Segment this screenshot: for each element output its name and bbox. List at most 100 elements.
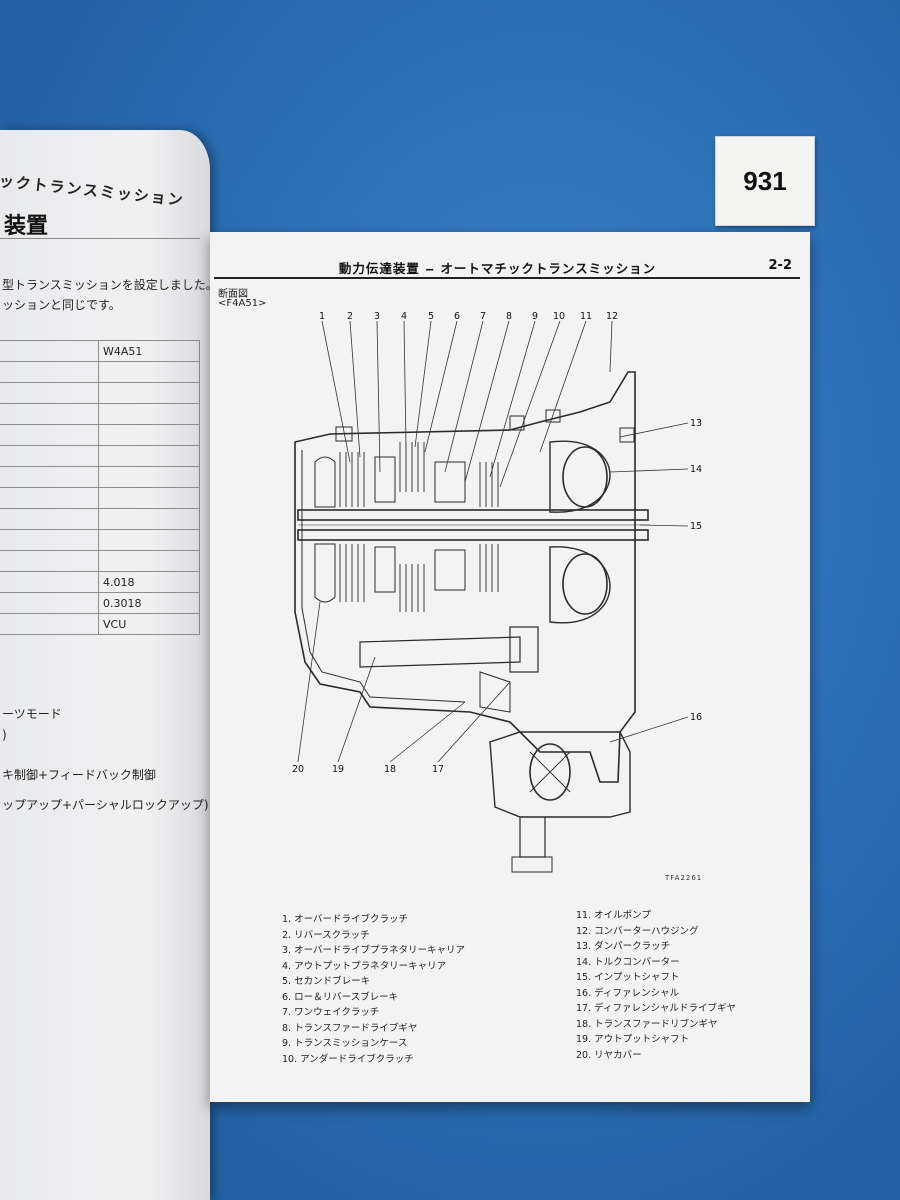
spec-table-row — [0, 487, 200, 509]
spec-label-cell — [0, 550, 99, 572]
parts-list-item: 12. コンバーターハウジング — [576, 925, 699, 937]
spec-value-cell — [98, 361, 200, 383]
callout-5: 5 — [428, 312, 434, 322]
model-code: <F4A51> — [218, 298, 267, 309]
spec-value-cell — [98, 403, 200, 425]
spec-table-row — [0, 361, 200, 383]
page-number: 2-2 — [768, 258, 793, 273]
spec-label-cell — [0, 361, 99, 383]
left-page-rule — [0, 238, 200, 239]
parts-list-item: 9. トランスミッションケース — [282, 1038, 408, 1049]
left-page-text-sports-mode: ーツモード — [2, 707, 62, 721]
spec-value-cell — [98, 529, 200, 551]
inventory-sticker: 931 — [715, 136, 815, 226]
parts-list-item: 18. トランスファードリブンギヤ — [576, 1018, 718, 1030]
spec-value-cell: W4A51 — [98, 340, 200, 362]
spec-table-row: W4A51 — [0, 340, 200, 362]
callout-19: 19 — [332, 764, 344, 775]
callout-12: 12 — [606, 312, 618, 322]
spec-label-cell — [0, 592, 99, 614]
parts-list-item: 16. ディファレンシャル — [576, 987, 679, 999]
parts-list-item: 13. ダンパークラッチ — [576, 941, 671, 952]
parts-list-item: 17. ディファレンシャルドライブギヤ — [576, 1003, 736, 1014]
callout-20: 20 — [292, 764, 304, 775]
spec-label-cell — [0, 340, 99, 362]
parts-list-item: 3. オーバードライブプラネタリーキャリア — [282, 945, 465, 956]
parts-list-item: 4. アウトプットプラネタリーキャリア — [282, 960, 447, 972]
spec-label-cell — [0, 529, 99, 551]
callout-4: 4 — [401, 312, 407, 322]
left-page-text-lockup: ップアップ+パーシャルロックアップ) — [2, 798, 209, 812]
spec-table-row: VCU — [0, 613, 200, 635]
parts-list-item: 1. オーバードライブクラッチ — [282, 914, 408, 925]
spec-value-cell: 0.3018 — [98, 592, 200, 614]
spec-value-cell: 4.018 — [98, 571, 200, 593]
callout-11: 11 — [580, 312, 592, 322]
spec-table-row: 0.3018 — [0, 592, 200, 614]
parts-list-item: 8. トランスファードライブギヤ — [282, 1022, 418, 1034]
spec-label-cell — [0, 508, 99, 530]
spec-value-cell — [98, 445, 200, 467]
spec-label-cell — [0, 445, 99, 467]
callout-18: 18 — [384, 764, 396, 775]
spec-value-cell — [98, 508, 200, 530]
spec-value-cell: VCU — [98, 613, 200, 635]
callout-numbers: 1 2 3 4 5 6 7 8 9 10 11 12 13 14 15 16 1… — [292, 312, 702, 775]
callout-7: 7 — [480, 312, 486, 322]
spec-label-cell — [0, 403, 99, 425]
parts-list-item: 6. ロー＆リバースブレーキ — [282, 991, 399, 1003]
left-page-text-feedback: キ制御+フィードバック制御 — [2, 768, 156, 782]
spec-table-row — [0, 424, 200, 446]
parts-list-item: 11. オイルポンプ — [576, 910, 651, 921]
left-page-header: ックトランスミッション — [0, 171, 186, 210]
spec-label-cell — [0, 487, 99, 509]
callout-2: 2 — [347, 312, 353, 322]
spec-table-row: 4.018 — [0, 571, 200, 593]
figure-id: TFA2261 — [665, 874, 703, 882]
spec-table-row — [0, 529, 200, 551]
parts-list-left: 1. オーバードライブクラッチ 2. リバースクラッチ 3. オーバードライブプラネ… — [282, 912, 465, 1067]
left-page-heading: 装置 — [4, 214, 49, 239]
callout-10: 10 — [553, 312, 565, 322]
left-page-intro-2: ッションと同じです。 — [2, 298, 121, 312]
callout-leader-lines — [297, 320, 689, 763]
parts-list-item: 19. アウトプットシャフト — [576, 1034, 690, 1045]
parts-list-item: 2. リバースクラッチ — [282, 929, 370, 941]
parts-list-item: 15. インプットシャフト — [576, 972, 680, 983]
callout-6: 6 — [454, 312, 460, 322]
spec-label-cell — [0, 571, 99, 593]
parts-list-item: 10. アンダードライブクラッチ — [282, 1053, 414, 1065]
callout-16: 16 — [690, 712, 702, 723]
spec-table-row — [0, 550, 200, 572]
left-page: ックトランスミッション 装置 型トランスミッションを設定しました。 ッションと同… — [0, 130, 210, 1200]
parts-list-item: 14. トルクコンバーター — [576, 956, 680, 968]
spec-table-row — [0, 403, 200, 425]
spec-table-row — [0, 382, 200, 404]
spec-label-cell — [0, 382, 99, 404]
spec-value-cell — [98, 466, 200, 488]
spec-table-row — [0, 445, 200, 467]
spec-value-cell — [98, 424, 200, 446]
sticker-number: 931 — [743, 165, 787, 196]
callout-13: 13 — [690, 418, 702, 429]
parts-list-item: 20. リヤカバー — [576, 1049, 642, 1061]
left-page-text-paren: ) — [2, 728, 7, 742]
spec-value-cell — [98, 382, 200, 404]
spec-label-cell — [0, 613, 99, 635]
transmission-cross-section-diagram: 1 2 3 4 5 6 7 8 9 10 11 12 13 14 15 16 1… — [292, 312, 702, 873]
spec-table-row — [0, 508, 200, 530]
callout-17: 17 — [432, 764, 444, 775]
parts-list-item: 7. ワンウェイクラッチ — [282, 1007, 380, 1018]
parts-list-right: 11. オイルポンプ 12. コンバーターハウジング 13. ダンパークラッチ 14.… — [576, 908, 736, 1063]
callout-15: 15 — [690, 521, 702, 532]
left-page-intro-1: 型トランスミッションを設定しました。 — [2, 278, 210, 292]
spec-label-cell — [0, 466, 99, 488]
right-page: 動力伝達装置 ‒ オートマチックトランスミッション 2-2 断面図 <F4A51… — [210, 232, 810, 1102]
callout-14: 14 — [690, 464, 702, 475]
callout-3: 3 — [374, 312, 380, 322]
spec-value-cell — [98, 487, 200, 509]
callout-1: 1 — [319, 312, 325, 322]
spec-value-cell — [98, 550, 200, 572]
callout-9: 9 — [532, 312, 538, 322]
